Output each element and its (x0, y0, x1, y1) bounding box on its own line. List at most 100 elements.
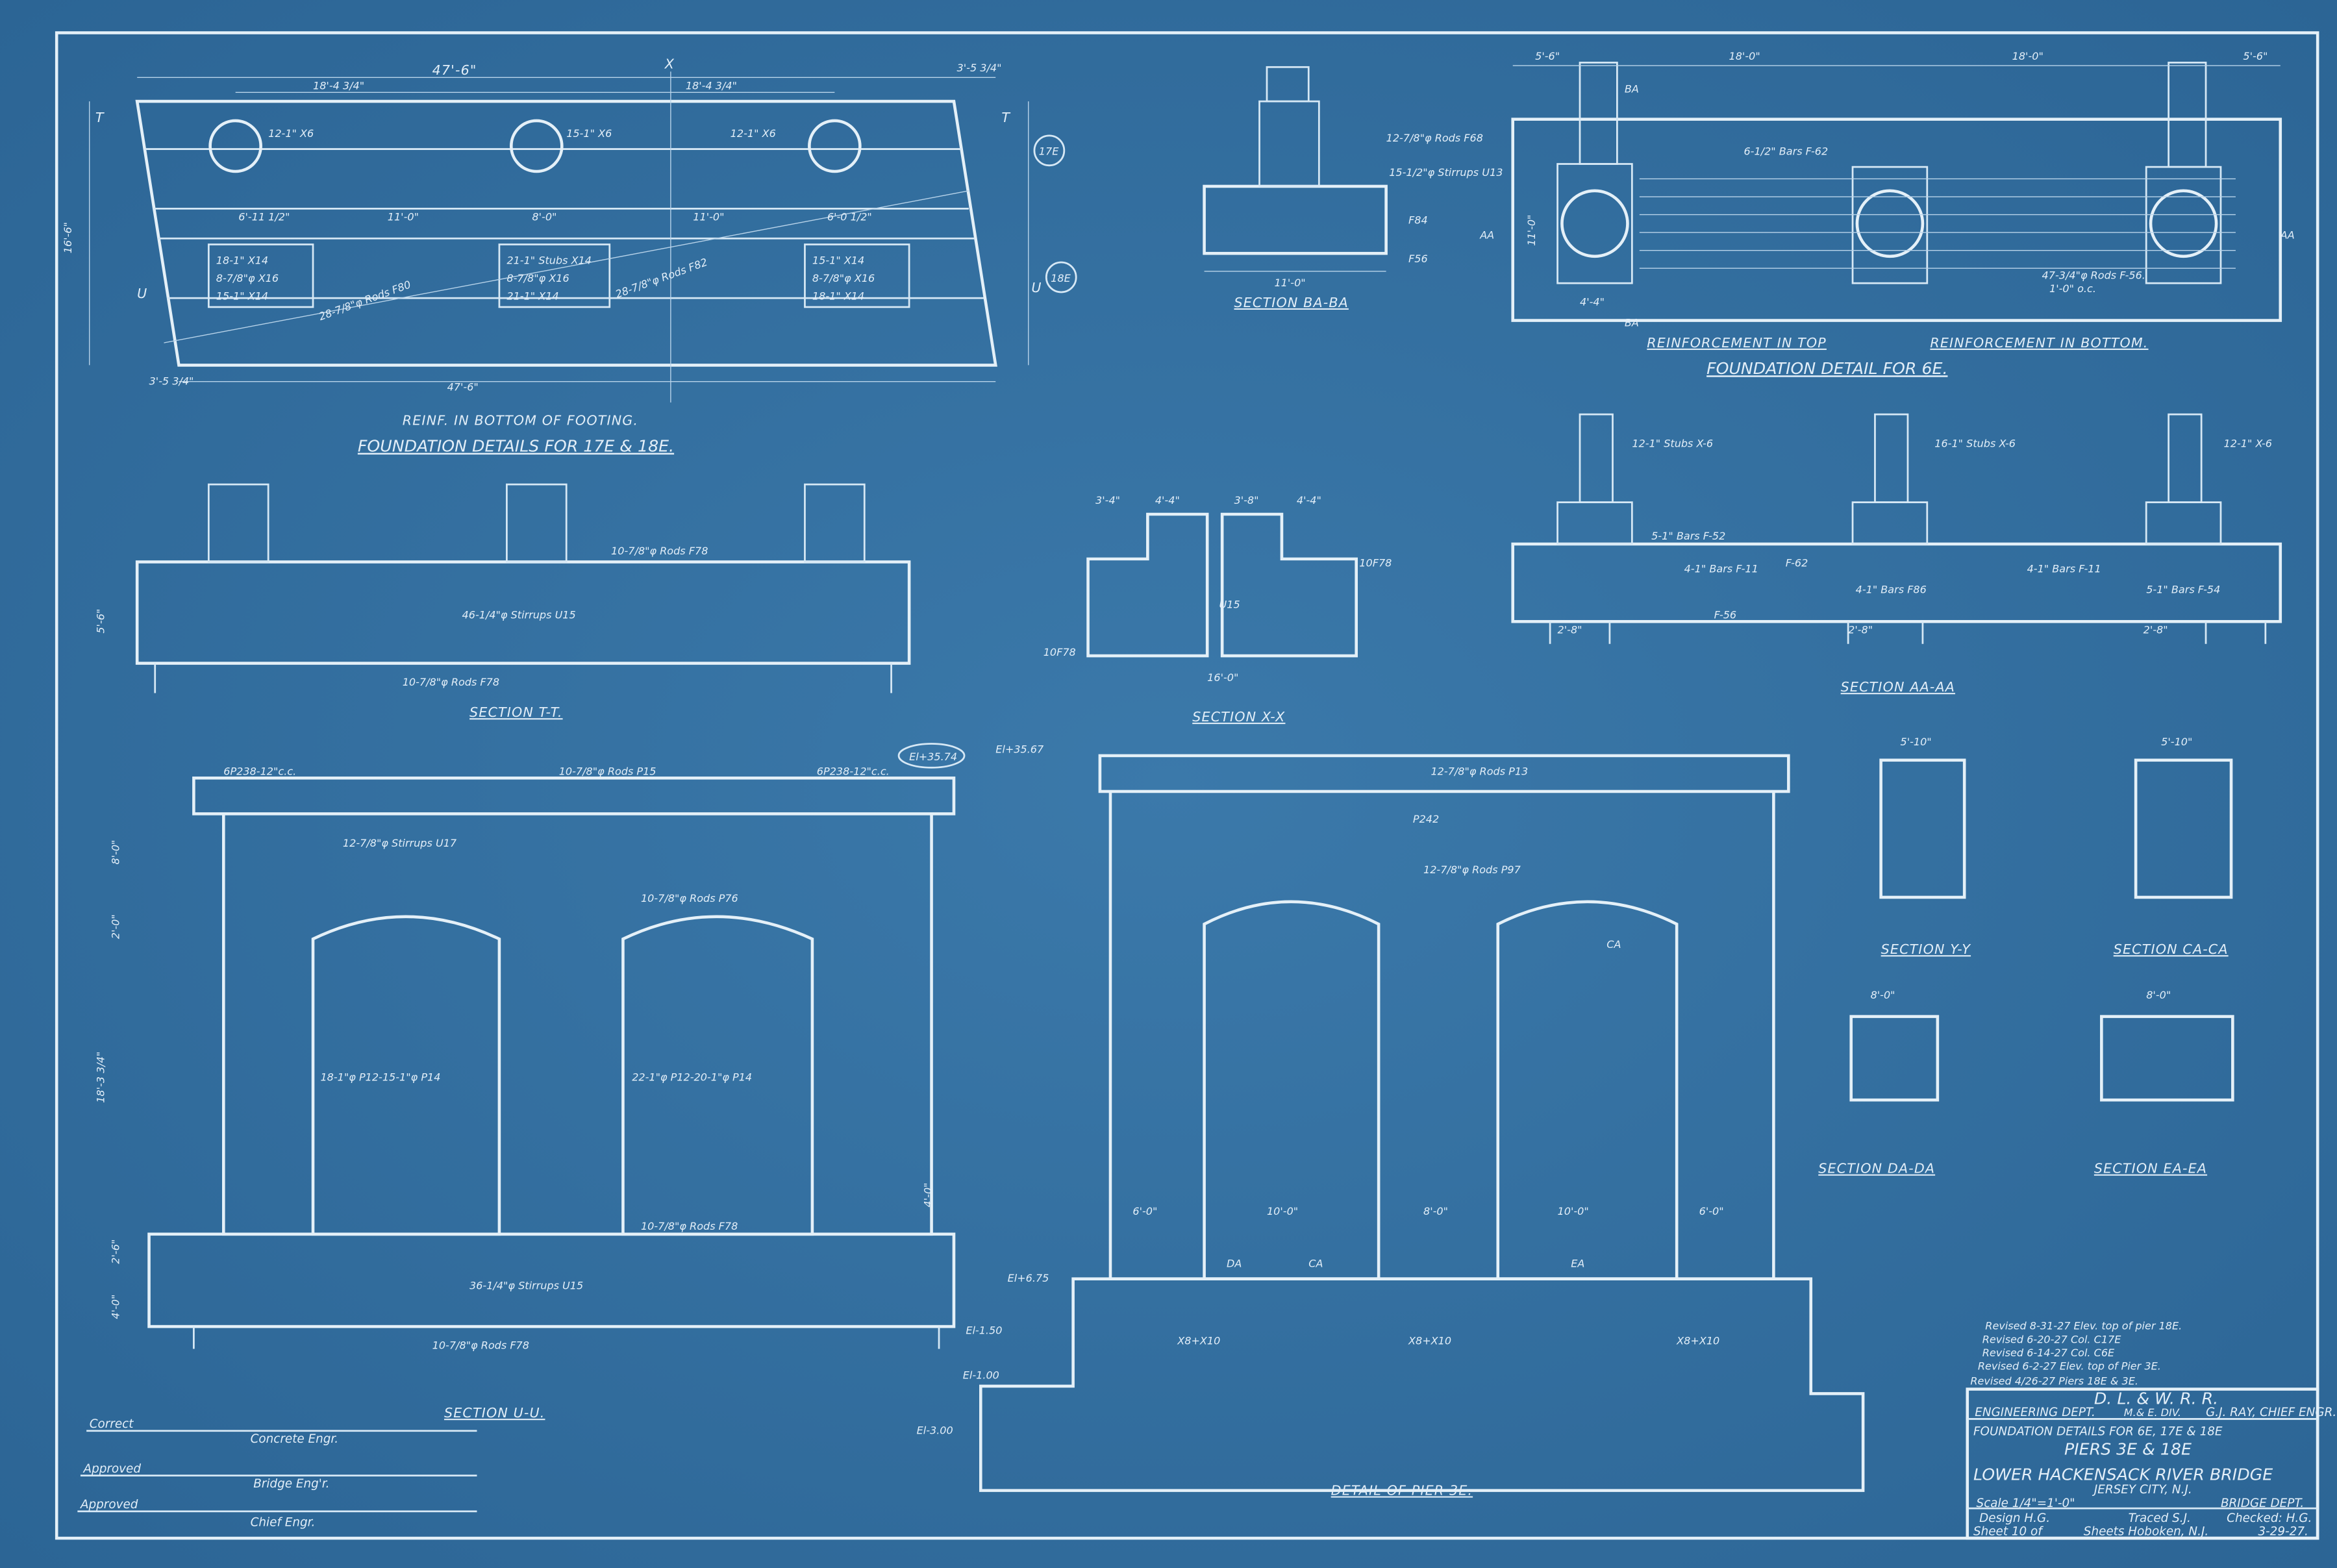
dim: 3'-8" (1234, 494, 1258, 506)
dim: 5'-10" (2161, 736, 2192, 748)
dim: 18'-3 3/4" (95, 1052, 107, 1103)
detail-pier-3e: El+35.67 El+6.75 El-1.50 El-1.00 El-3.00… (917, 709, 1865, 1499)
revision-note: Revised 6-14-27 Col. C6E (1982, 1347, 2115, 1359)
section-title: SECTION EA-EA (2094, 1161, 2207, 1176)
column-stub-right (808, 119, 862, 173)
bar-note: 15-1" X14 (216, 290, 268, 302)
dim: 11'-0" (388, 211, 419, 223)
section-mark-aa: AA (1479, 229, 1494, 241)
elevation: El-1.50 (966, 1325, 1002, 1337)
note: 1'-0" o.c. (2049, 282, 2096, 295)
scale: Scale 1/4"=1'-0" (1977, 1497, 2075, 1510)
approval-label: Approved (80, 1498, 138, 1512)
note: X8+X10 (1177, 1335, 1220, 1347)
section-ba-ba: 11'-0" 12-7/8"φ Rods F68 F84 F56 15-1/2"… (1203, 66, 1503, 310)
plan-title: FOUNDATION DETAILS FOR 17E & 18E. (358, 437, 674, 456)
note: 10-7/8"φ Rods F78 (611, 545, 708, 557)
detail-title: DETAIL OF PIER 3E. (1331, 1483, 1473, 1499)
note: 10-7/8"φ Rods F78 (403, 676, 499, 688)
dim: 18'-0" (2012, 50, 2043, 62)
plan-subtitle: REINF. IN BOTTOM OF FOOTING. (403, 412, 638, 428)
section-mark: EA (1571, 1257, 1584, 1269)
drawing-subtitle: PIERS 3E & 18E (2064, 1440, 2192, 1459)
dim: 2'-0" (110, 914, 122, 939)
note: 46-1/4"φ Stirrups U15 (462, 609, 576, 621)
dim-span-right: 18'-4 3/4" (686, 80, 737, 92)
section-title: SECTION AA-AA (1841, 679, 1955, 695)
revision-note: Revised 6-20-27 Col. C17E (1982, 1333, 2122, 1345)
note: 6P238-12"c.c. (817, 765, 890, 778)
dim: 4'-0" (110, 1295, 122, 1319)
section-mark-aa: AA (2280, 229, 2295, 241)
dim-overall: 47'-6" (432, 62, 477, 78)
project-name: LOWER HACKENSACK RIVER BRIDGE (1973, 1465, 2273, 1484)
note: 12-7/8"φ Stirrups U17 (343, 837, 457, 849)
approval-label: Approved (83, 1462, 142, 1476)
dim: 5'-6" (1535, 50, 1560, 62)
section-title: SECTION X-X (1192, 709, 1285, 725)
dim: 6'-0" (1699, 1205, 1724, 1217)
bridge-dept: BRIDGE DEPT. (2221, 1497, 2304, 1510)
dim: 6'-0" (1132, 1205, 1157, 1217)
note: 12-7/8"φ Rods F68 (1386, 132, 1483, 144)
dim: 4'-4" (1155, 494, 1180, 506)
section-mark-ba: BA (1625, 317, 1639, 329)
dim: 6'-11 1/2" (238, 211, 290, 223)
revision-note: Revised 8-31-27 Elev. top of pier 18E. (1985, 1320, 2182, 1332)
section-title: SECTION U-U. (444, 1405, 545, 1421)
drawing-title: FOUNDATION DETAILS FOR 6E, 17E & 18E (1973, 1425, 2223, 1439)
note: 10-7/8"φ Rods F78 (641, 1220, 738, 1232)
note: 10-7/8"φ Rods P15 (559, 765, 656, 778)
note: 6-1/2" Bars F-62 (1743, 145, 1828, 158)
section-title: SECTION Y-Y (1881, 941, 1971, 957)
dim: 16'-0" (1207, 671, 1238, 684)
note: F-62 (1786, 556, 1808, 569)
revision-note: Revised 4/26-27 Piers 18E & 3E. (1970, 1375, 2138, 1388)
title-block: Revised 8-31-27 Elev. top of pier 18E. R… (1966, 1320, 2336, 1540)
section-t-t: 10-7/8"φ Rods F78 46-1/4"φ Stirrups U15 … (95, 483, 911, 720)
dim: 8'-0" (532, 211, 556, 223)
chief-engineer: G.J. RAY, CHIEF ENGR. (2206, 1406, 2336, 1419)
dim: 18'-0" (1729, 50, 1760, 62)
dim: 4'-0" (922, 1182, 934, 1207)
note: 12-7/8"φ Rods P13 (1431, 765, 1528, 778)
section-title: SECTION CA-CA (2114, 941, 2229, 957)
note: 5-1" Bars F-52 (1651, 530, 1725, 542)
section-aa-aa: 12-1" Stubs X-6 16-1" Stubs X-6 12-1" X-… (1511, 413, 2282, 695)
note: 16-1" Stubs X-6 (1934, 438, 2016, 450)
note: 12-1" X-6 (2224, 438, 2272, 450)
note: F56 (1408, 253, 1428, 265)
note: 18-1"φ P12-15-1"φ P14 (320, 1071, 440, 1083)
section-mark-ba: BA (1625, 82, 1639, 95)
approval-label: Correct (90, 1417, 134, 1431)
dim: 11'-0" (1274, 277, 1305, 289)
note: 12-7/8"φ Rods P97 (1423, 864, 1521, 876)
section-middle: 3'-4" 4'-4" 3'-8" 4'-4" 16'-0" 10F78 U15… (1044, 494, 1392, 684)
revision-note: Revised 6-2-27 Elev. top of Pier 3E. (1978, 1360, 2161, 1373)
bar-note: 21-1" Stubs X14 (506, 254, 592, 266)
note: X8+X10 (1408, 1335, 1451, 1347)
small-sections: 5'-10" 5'-10" 8'-0" 8'-0" SECTION Y-Y SE… (1818, 736, 2234, 1176)
dim: 5'-10" (1900, 736, 1931, 748)
label-top: REINFORCEMENT IN TOP (1647, 335, 1827, 351)
dim: 6'-0 1/2" (827, 211, 872, 223)
section-mark: CA (1606, 938, 1621, 951)
dim: 5'-6" (95, 609, 107, 634)
sheet-number: Sheet 10 of (1973, 1524, 2043, 1538)
approval-role: Bridge Eng'r. (253, 1477, 329, 1491)
elevation: El-3.00 (917, 1424, 953, 1436)
dim-offset-bottom: 3'-5 3/4" (149, 375, 194, 387)
dim: 2'-8" (1848, 624, 1873, 636)
dim-overall-bottom: 47'-6" (447, 380, 479, 393)
dim: 8'-0" (1871, 989, 1895, 1001)
dim: 5'-6" (2243, 50, 2268, 62)
elevation: El+35.74 (909, 751, 957, 763)
note: 22-1"φ P12-20-1"φ P14 (632, 1071, 752, 1083)
plan-title: FOUNDATION DETAIL FOR 6E. (1706, 359, 1947, 378)
section-mark-u: U (1031, 280, 1042, 295)
section-title: SECTION T-T. (469, 704, 563, 720)
dim: 2'-8" (2143, 624, 2168, 636)
note-stub-right: 12-1" X6 (731, 127, 776, 140)
dim: 11'-0" (1525, 215, 1538, 246)
